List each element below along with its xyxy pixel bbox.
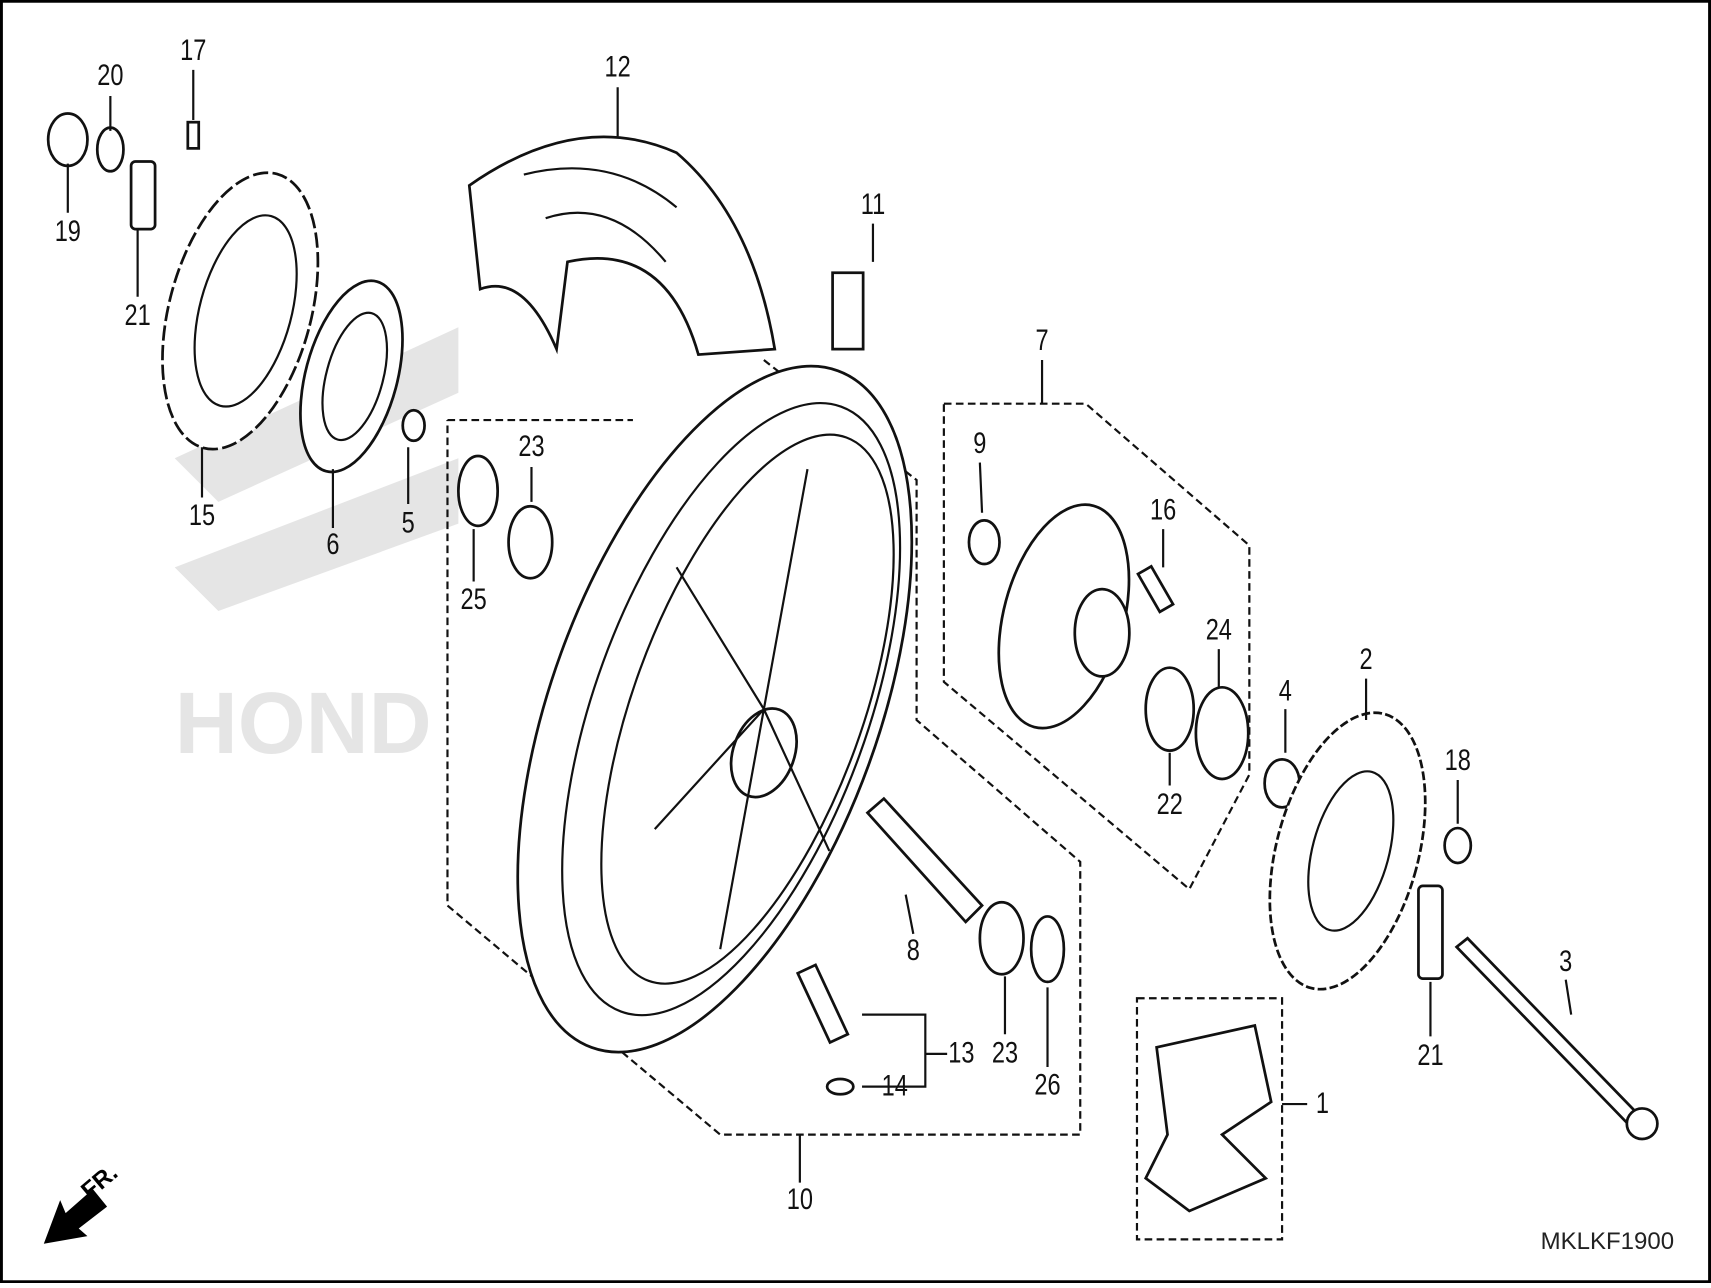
callout-15[interactable]: 15 <box>189 498 215 531</box>
callout-1[interactable]: 1 <box>1316 1086 1329 1119</box>
seal-part-25 <box>457 454 500 528</box>
damper-part-1 <box>1143 1023 1273 1213</box>
callout-3[interactable]: 3 <box>1559 944 1572 977</box>
plate-part-21b <box>1417 884 1444 980</box>
callout-10[interactable]: 10 <box>787 1182 813 1215</box>
plate-part-21 <box>129 160 157 231</box>
callout-6[interactable]: 6 <box>326 528 339 561</box>
nut-part-18 <box>1443 826 1473 865</box>
callout-5[interactable]: 5 <box>402 506 415 539</box>
bearing-part-23b <box>978 900 1025 976</box>
stud-part-16 <box>1136 564 1175 614</box>
wheel-assembly-outline <box>446 359 1082 1136</box>
bolt-part-17 <box>186 120 201 150</box>
valve-part-13 <box>795 963 850 1045</box>
svg-text:HOND: HOND <box>175 675 432 772</box>
callout-9[interactable]: 9 <box>973 426 986 459</box>
damper-outline <box>1135 997 1284 1241</box>
callout-7[interactable]: 7 <box>1036 324 1049 357</box>
callout-14[interactable]: 14 <box>882 1069 908 1102</box>
callout-21[interactable]: 21 <box>125 299 151 332</box>
callout-16[interactable]: 16 <box>1150 493 1176 526</box>
callout-18[interactable]: 18 <box>1445 744 1471 777</box>
callout-2[interactable]: 2 <box>1360 642 1373 675</box>
wheel-part-10 <box>516 364 914 1054</box>
callout-21[interactable]: 21 <box>1417 1038 1443 1071</box>
diagram-code: MKLKF1900 <box>1541 1228 1674 1255</box>
bearing-part-23 <box>507 504 554 580</box>
circlip-part-26 <box>1029 915 1066 984</box>
sprocket-part-2 <box>1268 711 1427 991</box>
tire-part-12 <box>467 135 777 357</box>
callout-11[interactable]: 11 <box>861 187 885 220</box>
nut-part-19 <box>46 112 89 168</box>
seal-part-24 <box>1194 685 1250 781</box>
collar-part-9 <box>967 519 1001 566</box>
callout-13[interactable]: 13 <box>948 1036 974 1069</box>
washer-part-20 <box>95 126 125 173</box>
callout-17[interactable]: 17 <box>180 34 206 67</box>
bearing-part-22 <box>1144 666 1196 752</box>
hub-part-7 <box>997 503 1131 730</box>
hub-assembly-outline <box>942 402 1251 891</box>
callout-19[interactable]: 19 <box>55 215 81 248</box>
leader-lines <box>66 69 1573 1183</box>
weight-part-11 <box>831 271 865 351</box>
collar-part-5 <box>401 408 426 443</box>
spacer-part-8 <box>865 796 984 924</box>
callout-25[interactable]: 25 <box>461 582 487 615</box>
callout-22[interactable]: 22 <box>1157 787 1183 820</box>
callout-26[interactable]: 26 <box>1034 1068 1060 1101</box>
callout-20[interactable]: 20 <box>97 59 123 92</box>
callout-12[interactable]: 12 <box>605 50 631 83</box>
callout-24[interactable]: 24 <box>1206 613 1232 646</box>
ring-part-14 <box>825 1077 855 1096</box>
callout-4[interactable]: 4 <box>1279 674 1292 707</box>
brake-disc-part-15 <box>161 171 320 451</box>
callout-23[interactable]: 23 <box>992 1036 1018 1069</box>
callout-23[interactable]: 23 <box>518 430 544 463</box>
callout-8[interactable]: 8 <box>907 934 920 967</box>
